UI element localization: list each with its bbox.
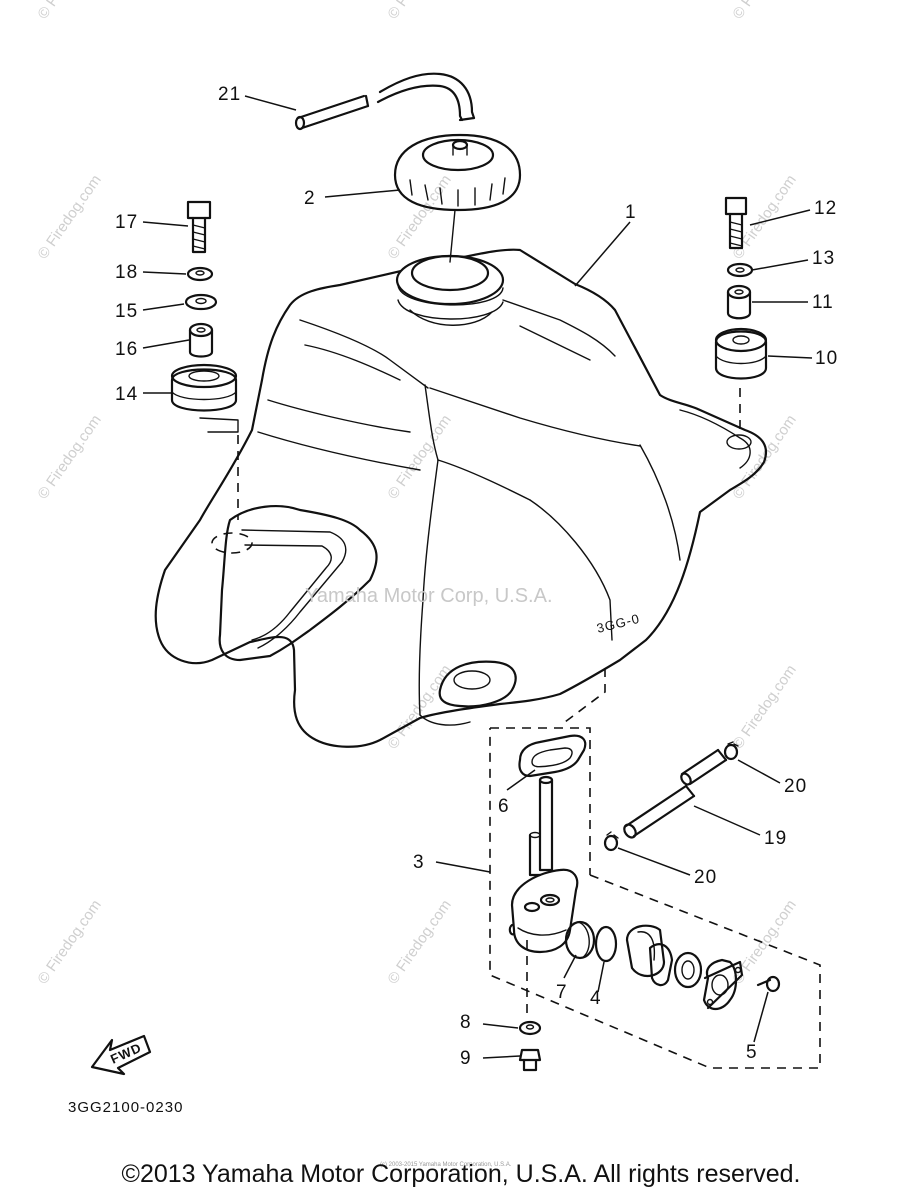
fine-print: (c) 2003-2015 Yamaha Motor Corporation, … (380, 1162, 512, 1168)
part-label-10: 10 (815, 348, 838, 369)
watermark-site-13: © Firedog.com (384, 0, 454, 22)
part-label-21: 21 (218, 84, 241, 105)
part-label-17: 17 (115, 212, 138, 233)
part-label-1: 1 (625, 202, 637, 223)
part-label-14: 14 (115, 384, 138, 405)
watermark-site-12: © Firedog.com (34, 0, 104, 22)
part-label-9: 9 (460, 1048, 472, 1069)
breather-hose (294, 72, 476, 131)
watermark-site-14: © Firedog.com (729, 0, 799, 22)
part-label-7: 7 (556, 982, 568, 1003)
part-label-15: 15 (115, 301, 138, 322)
right-mount-hardware (714, 196, 768, 432)
watermark-site-11: © Firedog.com (729, 897, 799, 988)
part-number-labels: 21 2 1 17 18 15 16 14 12 13 11 10 20 19 … (115, 84, 838, 1069)
part-label-20-upper: 20 (784, 776, 807, 797)
watermark-site-8: © Firedog.com (729, 662, 799, 753)
part-label-8: 8 (460, 1012, 472, 1033)
part-label-20-lower: 20 (694, 867, 717, 888)
part-label-12: 12 (814, 198, 837, 219)
part-label-16: 16 (115, 339, 138, 360)
fuel-pipe (603, 741, 739, 852)
part-label-19: 19 (764, 828, 787, 849)
part-label-11: 11 (812, 292, 834, 313)
fuel-cock-assembly (489, 668, 821, 1072)
watermark-site-10: © Firedog.com (384, 897, 454, 988)
part-label-13: 13 (812, 248, 835, 269)
fuel-tank: 3GG-0 (154, 248, 768, 748)
watermark-center: Yamaha Motor Corp, U.S.A. (305, 585, 553, 607)
watermark-site-1: © Firedog.com (34, 172, 104, 263)
copyright-notice: ©2013 Yamaha Motor Corporation, U.S.A. A… (121, 1160, 801, 1188)
watermark-site-9: © Firedog.com (34, 897, 104, 988)
drawing-code: 3GG2100-0230 (68, 1099, 183, 1116)
part-label-4: 4 (590, 988, 602, 1009)
watermark-site-5: © Firedog.com (384, 412, 454, 503)
watermark-site-4: © Firedog.com (34, 412, 104, 503)
tank-stamp: 3GG-0 (595, 611, 641, 636)
part-label-5: 5 (746, 1042, 758, 1063)
part-label-18: 18 (115, 262, 138, 283)
fwd-arrow-icon: FWD (90, 1034, 152, 1076)
part-label-2: 2 (304, 188, 316, 209)
left-mount-hardware (170, 200, 239, 520)
fuel-cap (393, 133, 522, 263)
watermark-site-2: © Firedog.com (384, 172, 454, 263)
part-label-6: 6 (498, 796, 510, 817)
leader-lines (142, 95, 813, 1059)
part-label-3: 3 (413, 852, 425, 873)
watermark-layer: © Firedog.com © Firedog.com © Firedog.co… (34, 0, 799, 987)
